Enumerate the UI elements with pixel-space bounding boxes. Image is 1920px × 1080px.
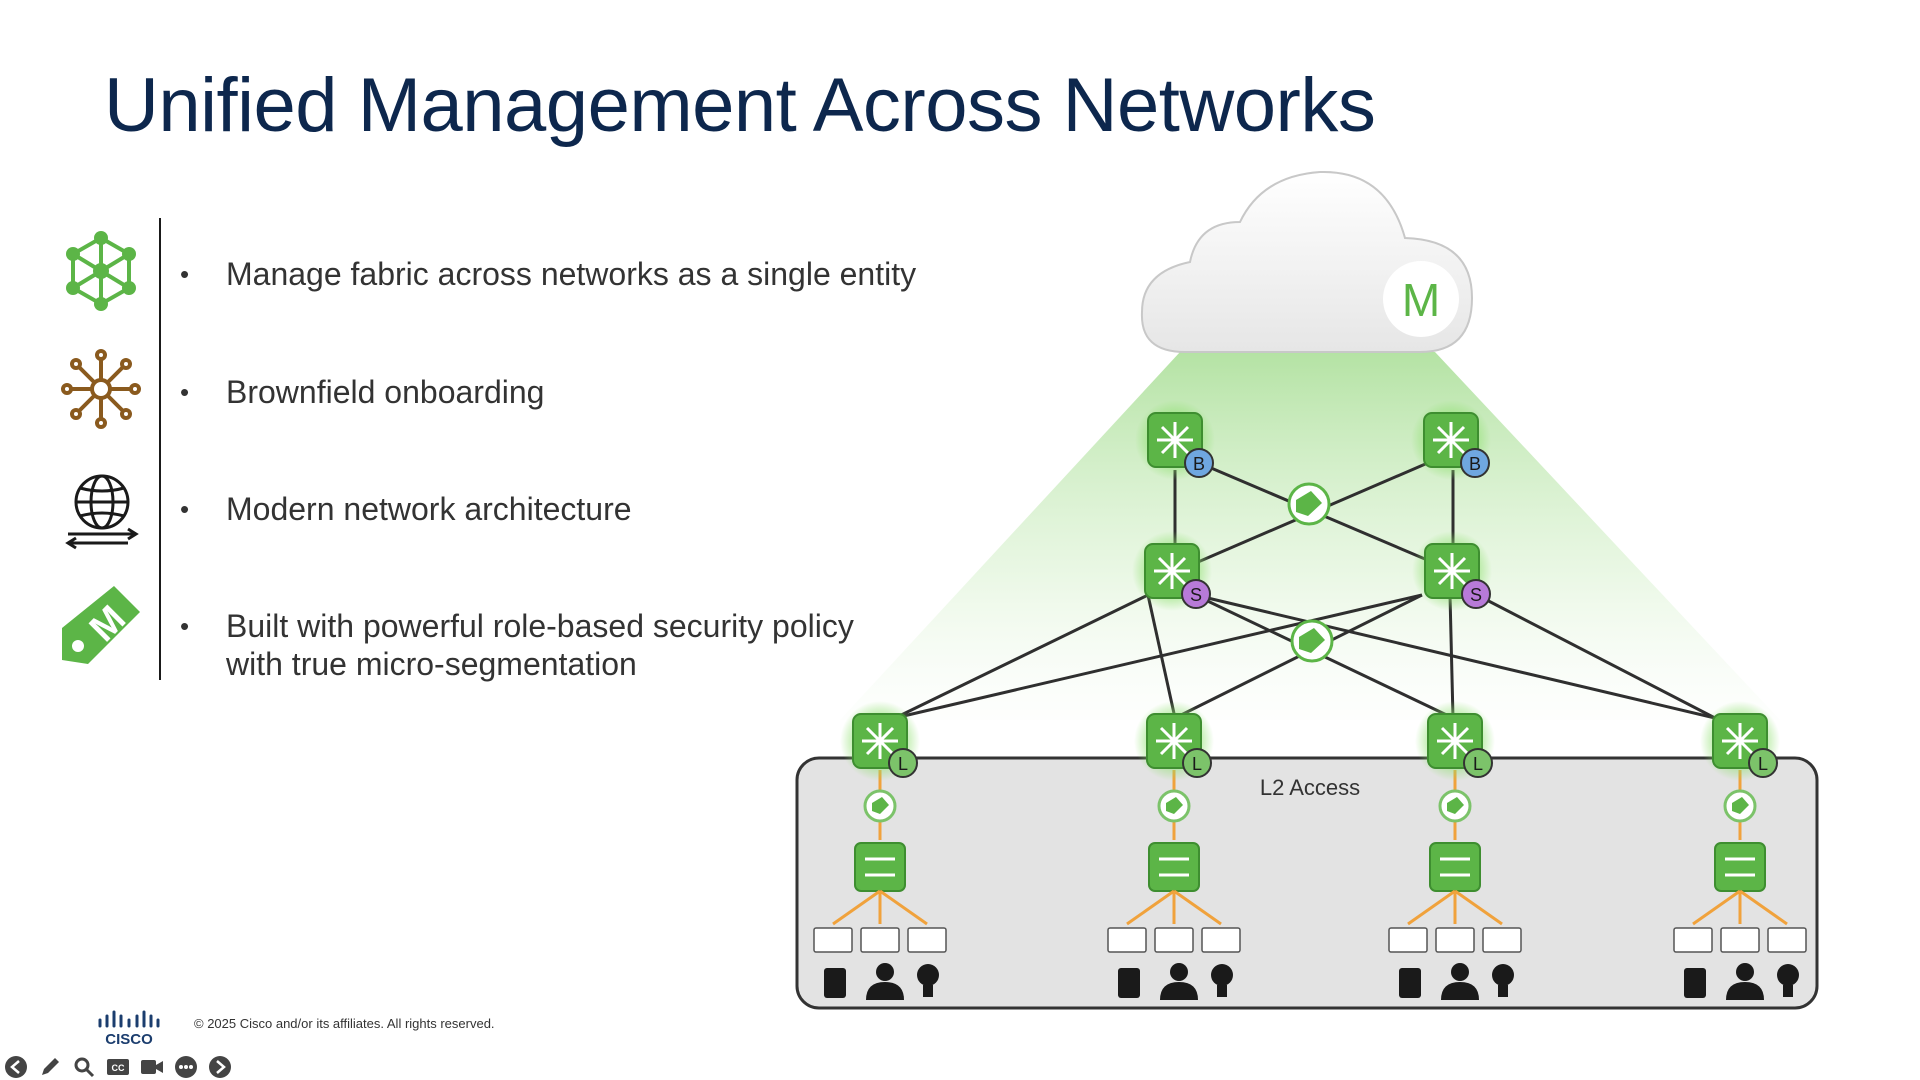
leaf-badge: L <box>898 754 908 774</box>
search-icon[interactable] <box>72 1055 96 1079</box>
cisco-logo: CISCO <box>98 1010 160 1048</box>
border-badge: B <box>1193 454 1205 474</box>
svg-text:CC: CC <box>112 1063 125 1073</box>
cc-icon[interactable]: CC <box>106 1055 130 1079</box>
player-toolbar: CC <box>0 1055 260 1079</box>
leaf-badge: L <box>1473 754 1483 774</box>
security-tag-icon: M <box>62 586 140 664</box>
leaf-column: L <box>1388 701 1522 1000</box>
bullet-text: Brownfield onboarding <box>226 374 545 410</box>
fabric-network-icon <box>66 231 136 311</box>
border-switch: B <box>1411 400 1491 480</box>
bullet-text: Built with powerful role-based security … <box>226 608 854 644</box>
hub-network-icon <box>61 349 141 429</box>
policy-tag <box>1290 619 1334 663</box>
pen-icon[interactable] <box>38 1055 62 1079</box>
policy-tag <box>1287 482 1331 526</box>
leaf-column: L <box>1673 701 1807 1000</box>
slide-title: Unified Management Across Networks <box>104 63 1376 148</box>
globe-sync-icon <box>65 474 139 550</box>
back-icon[interactable] <box>4 1055 28 1079</box>
copyright-text: © 2025 Cisco and/or its affiliates. All … <box>194 1016 495 1031</box>
cloud: M <box>1140 170 1474 353</box>
l2-access-label: L2 Access <box>1260 775 1360 800</box>
cloud-label: M <box>1402 274 1440 326</box>
bullet-text: Manage fabric across networks as a singl… <box>226 256 917 292</box>
divider-line <box>159 218 161 680</box>
bullet-text: Modern network architecture <box>226 491 632 527</box>
forward-icon[interactable] <box>208 1055 232 1079</box>
spine-badge: S <box>1470 585 1482 605</box>
leaf-column: L <box>813 701 947 1000</box>
bullet-text-line2: with true micro-segmentation <box>226 646 637 682</box>
leaf-column: L <box>1107 701 1241 1000</box>
l2-access-area <box>795 756 1819 1010</box>
svg-text:CISCO: CISCO <box>105 1031 153 1048</box>
more-icon[interactable] <box>174 1055 198 1079</box>
spine-badge: S <box>1190 585 1202 605</box>
spine-switch: S <box>1132 531 1212 611</box>
spine-switch: S <box>1412 531 1492 611</box>
border-badge: B <box>1469 454 1481 474</box>
leaf-badge: L <box>1758 754 1768 774</box>
border-switch: B <box>1135 400 1215 480</box>
cloud-beam <box>840 352 1780 720</box>
video-icon[interactable] <box>140 1055 164 1079</box>
leaf-badge: L <box>1192 754 1202 774</box>
